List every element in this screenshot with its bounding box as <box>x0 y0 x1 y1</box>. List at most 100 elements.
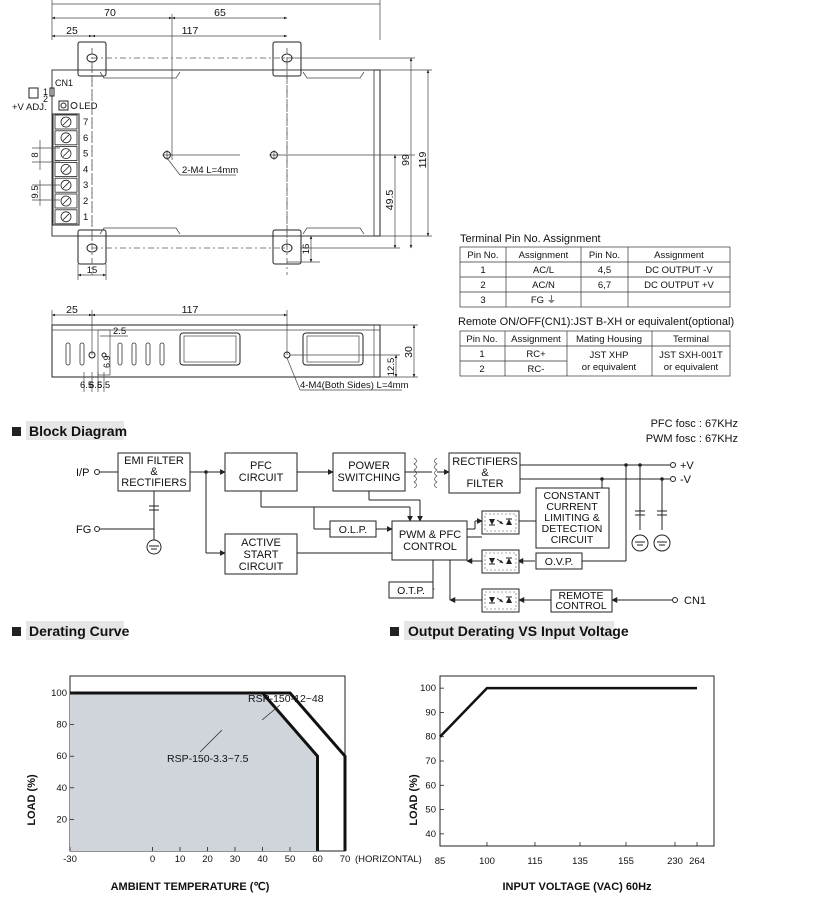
side-dim-117: 117 <box>182 304 199 316</box>
x-tick-label: 10 <box>175 854 186 865</box>
dim-70: 70 <box>104 7 116 19</box>
cc-line5: CIRCUIT <box>551 534 594 546</box>
y-tick-label: 60 <box>425 780 436 791</box>
rect-line2: & <box>481 467 489 479</box>
vent-slot <box>79 342 85 366</box>
series-label-2: RSP-150-12~48 <box>248 693 324 705</box>
y-tick-label: 100 <box>51 688 67 699</box>
output-derating-title: Output Derating VS Input Voltage <box>408 623 629 639</box>
series-line-2 <box>70 691 347 851</box>
active-line2: START <box>243 549 278 561</box>
emi-filter-line1: EMI FILTER <box>124 455 184 467</box>
active-line3: CIRCUIT <box>239 561 284 573</box>
pwm-line2: CONTROL <box>403 541 457 553</box>
x-tick-label: 135 <box>572 856 588 867</box>
y-tick-label: 100 <box>420 683 436 694</box>
remote-header-housing: Mating Housing <box>576 334 642 345</box>
side-dim-2-5: 2.5 <box>113 326 126 337</box>
vent-slot <box>117 342 123 366</box>
otp-label: O.T.P. <box>397 585 425 597</box>
dim-65: 65 <box>214 7 226 19</box>
pwm-line1: PWM & PFC <box>399 529 461 541</box>
remote-housing-2: or equivalent <box>582 362 637 373</box>
cn1-pin2: 2 <box>43 94 48 104</box>
cc-line2: CURRENT <box>546 501 598 513</box>
cn1-label: CN1 <box>55 78 73 88</box>
y-tick-label: 40 <box>56 783 67 794</box>
cn1-block-label: CN1 <box>684 595 706 607</box>
cc-line3: LIMITING & <box>544 512 599 524</box>
top-view-drawing: 70 65 25 117 2-M4 <box>12 0 432 280</box>
vminus-label: -V <box>680 474 692 486</box>
active-line1: ACTIVE <box>241 537 281 549</box>
y-tick-label: 80 <box>425 732 436 743</box>
dim-49-5: 49.5 <box>384 190 396 211</box>
terminal-pin-table: Terminal Pin No. Assignment Pin No. Assig… <box>459 233 731 308</box>
dim-119: 119 <box>417 151 429 168</box>
remote-header-terminal: Terminal <box>673 334 709 345</box>
remote-assign-1: RC+ <box>526 349 546 360</box>
x-tick-label: 40 <box>257 854 268 865</box>
vent-slot <box>159 342 165 366</box>
remote-pin-2: 2 <box>479 364 484 375</box>
terminal-table-cell: 1 <box>480 265 485 276</box>
side-dim-12-5: 12.5 <box>386 358 397 377</box>
x-tick-label: 100 <box>479 856 495 867</box>
y-tick-label: 70 <box>425 756 436 767</box>
side-dim-6-5-c: 6.5 <box>97 380 110 391</box>
remote-header-assignment: Assignment <box>511 334 561 345</box>
x-axis-label: INPUT VOLTAGE (VAC) 60Hz <box>502 881 652 893</box>
rect-line3: FILTER <box>466 478 503 490</box>
vplus-label: +V <box>680 460 694 472</box>
terminal-number: 2 <box>83 196 88 207</box>
terminal-table-title: Terminal Pin No. Assignment <box>460 233 601 245</box>
remote-terminal-2: or equivalent <box>664 362 719 373</box>
remote-line1: REMOTE <box>559 590 604 602</box>
remote-line2: CONTROL <box>555 600 606 612</box>
side-view-drawing: 25 117 2.5 6.9 6.5 6.5 6.5 4-M4(Both Sid… <box>51 304 418 392</box>
pwm-fosc: PWM fosc : 67KHz <box>646 433 738 445</box>
block-diagram-title: Block Diagram <box>29 423 127 439</box>
terminal-table-header: Pin No. <box>589 250 620 261</box>
pfc-line1: PFC <box>250 460 272 472</box>
terminal-table-cell: DC OUTPUT +V <box>644 280 714 291</box>
cc-line4: DETECTION <box>542 523 603 535</box>
led-label: LED <box>79 101 98 112</box>
plot-frame <box>439 675 715 847</box>
y-tick-label: 80 <box>56 720 67 731</box>
x-tick-label: 20 <box>202 854 213 865</box>
x-tick-label: 60 <box>312 854 323 865</box>
fg-label: FG <box>76 524 91 536</box>
power-line2: SWITCHING <box>338 472 401 484</box>
side-dim-6-9: 6.9 <box>102 355 112 368</box>
vent-slot <box>65 342 71 366</box>
terminal-table-cell: FG ⏚ <box>531 295 556 306</box>
optocoupler-icon <box>481 549 520 574</box>
remote-table: Remote ON/OFF(CN1):JST B-XH or equivalen… <box>458 316 734 377</box>
dim-99: 99 <box>400 154 412 166</box>
x-axis-label: AMBIENT TEMPERATURE (℃) <box>111 881 270 893</box>
vent-slot <box>145 342 151 366</box>
terminal-number: 1 <box>83 212 88 223</box>
terminal-table-cell: 2 <box>480 280 485 291</box>
dim-25: 25 <box>66 25 78 37</box>
terminal-table-header: Assignment <box>519 250 569 261</box>
remote-pin-1: 1 <box>479 349 484 360</box>
x-tick-label: 30 <box>230 854 241 865</box>
remote-terminal-1: JST SXH-001T <box>659 350 723 361</box>
y-tick-label: 20 <box>56 814 67 825</box>
x-tick-label: 264 <box>689 856 705 867</box>
terminal-number: 6 <box>83 133 88 144</box>
dim-16: 16 <box>301 244 312 255</box>
terminal-number: 4 <box>83 164 88 175</box>
y-tick-label: 40 <box>425 829 436 840</box>
y-tick-label: 50 <box>425 805 436 816</box>
side-dim-30: 30 <box>403 346 415 358</box>
side-dim-6-5-a: 6.5 <box>80 380 93 391</box>
terminal-number: 7 <box>83 117 88 128</box>
series-line <box>439 686 697 738</box>
